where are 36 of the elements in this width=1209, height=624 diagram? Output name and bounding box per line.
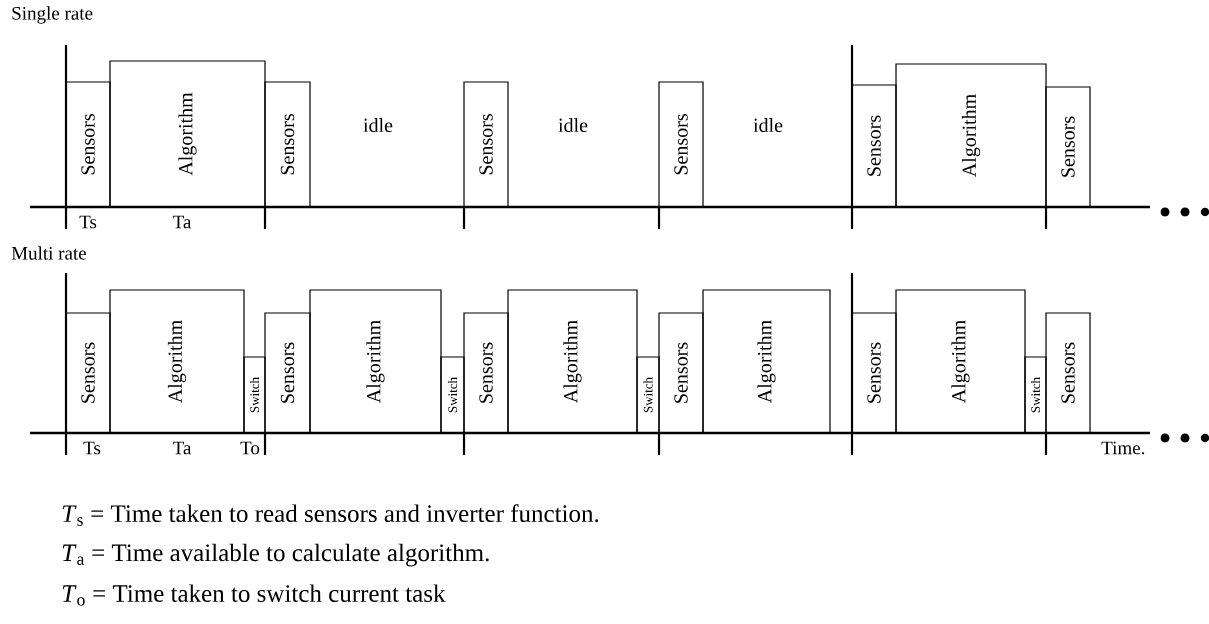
task-box: Algorithm <box>309 289 442 434</box>
idle-label: idle <box>558 117 588 133</box>
task-box: Algorithm <box>109 289 245 434</box>
task-box: Sensors <box>658 81 704 208</box>
task-box: Sensors <box>463 81 509 208</box>
task-box: Sensors <box>658 312 704 434</box>
time-label: Time. <box>1101 441 1145 455</box>
task-box: Switch <box>1024 356 1047 434</box>
task-box: Sensors <box>65 81 111 208</box>
time-label: Ta <box>173 441 192 455</box>
task-box: Switch <box>440 356 465 434</box>
task-box: Sensors <box>851 84 897 208</box>
time-label: Ts <box>79 215 97 229</box>
task-box: Sensors <box>65 312 111 434</box>
task-box: Sensors <box>851 312 897 434</box>
task-box: Switch <box>636 356 660 434</box>
definition-note: T$_{o}$ = Time taken to switch current task <box>62 584 446 606</box>
task-box: Algorithm <box>895 63 1047 208</box>
task-box: Sensors <box>1045 86 1091 208</box>
definition-note: T$_{a}$ = Time available to calculate algorithm. <box>62 543 489 567</box>
idle-label: idle <box>753 117 783 133</box>
task-box: Algorithm <box>702 289 831 434</box>
task-box: Sensors <box>463 312 509 434</box>
row-title: Single rate <box>12 6 93 24</box>
task-box: Sensors <box>264 81 311 208</box>
task-box: Algorithm <box>895 289 1026 434</box>
row-title: Multi rate <box>11 246 86 260</box>
task-box: Switch <box>243 356 266 434</box>
task-box: Algorithm <box>109 60 266 208</box>
time-label: Ts <box>83 441 101 455</box>
idle-label: idle <box>363 117 393 133</box>
task-box: Algorithm <box>507 289 638 434</box>
definition-note: T$_{s}$ = Time taken to read sensors and inverter function. <box>62 504 599 526</box>
task-box: Sensors <box>264 312 311 434</box>
task-box: Sensors <box>1045 312 1091 434</box>
time-label: To <box>240 441 260 455</box>
